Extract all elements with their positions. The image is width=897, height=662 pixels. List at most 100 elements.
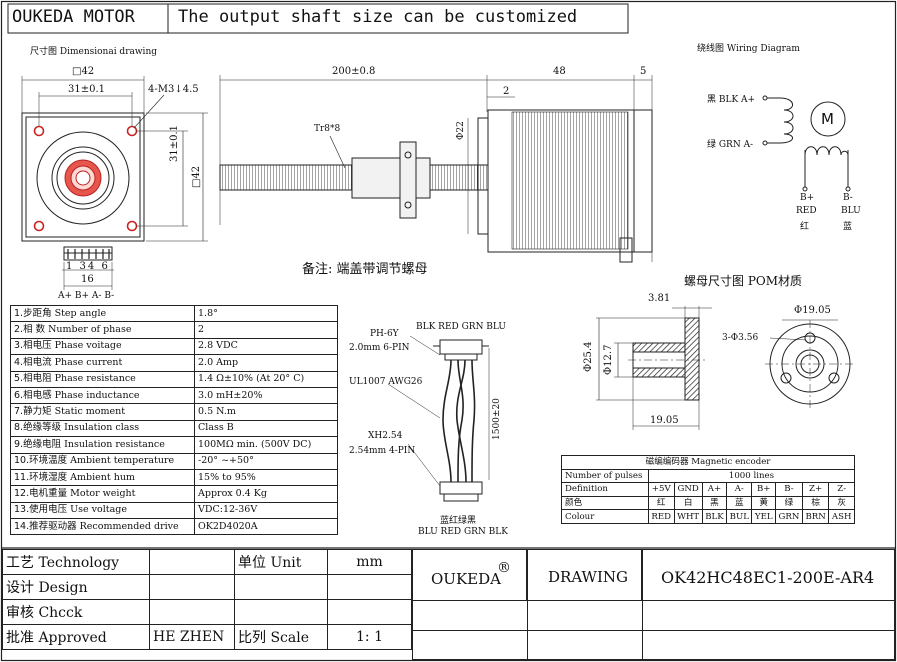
tb-design-extra — [234, 574, 328, 600]
total-length: 200±0.8 — [332, 66, 376, 77]
spec-number: 5. — [14, 373, 24, 385]
front-view — [21, 76, 208, 290]
encoder-definition-cell: B+ — [751, 482, 777, 497]
encoder-definition-cell: Z+ — [801, 482, 830, 497]
hole-spacing-side: 31±0.1 — [169, 124, 180, 162]
spec-number: 7. — [14, 406, 24, 418]
spec-number: 14. — [14, 520, 30, 532]
spec-value: Class B — [194, 419, 338, 438]
title-block-left: 工艺 Technology 单位 Unit mm 设计 Design 审核 Ch… — [2, 549, 412, 650]
boss-length: 2 — [503, 86, 510, 97]
cable-colors-cn: 蓝红绿黑 — [440, 516, 477, 526]
spec-number: 3. — [14, 340, 24, 352]
encoder-definition-cell: +5V — [647, 482, 675, 497]
tb-technology: 工艺 Technology — [2, 549, 150, 575]
spec-value: 0.5 N.m — [194, 403, 338, 421]
divider-v1 — [527, 601, 528, 660]
spec-value: 100MΩ min. (500V DC) — [194, 436, 338, 454]
tb-technology-value — [149, 549, 235, 575]
spec-label: 1.步距角 Step angle — [10, 304, 195, 323]
spec-value: 1.4 Ω±10% (At 20° C) — [194, 370, 338, 388]
screw-spec: 4-M3↓4.5 — [148, 84, 199, 95]
nut-title: 螺母尺寸图 POM材质 — [684, 274, 803, 288]
remark: 备注: 端盖带调节螺母 — [302, 262, 428, 277]
spec-value: 3.0 mH±20% — [194, 386, 338, 405]
spec-label: 12.电机重量 Motor weight — [10, 485, 195, 503]
spec-value: OK2D4020A — [194, 518, 338, 536]
registered-mark: ® — [497, 560, 511, 576]
spec-label-text: 环境湿度 Ambient hum — [29, 471, 135, 483]
tb-design-value — [149, 574, 235, 600]
spec-number: 8. — [14, 422, 24, 434]
spec-label-text: 相电阻 Phase resistance — [23, 373, 136, 385]
tb-unit-label: 单位 Unit — [234, 549, 328, 575]
wiring-title: 绕线图 Wiring Diagram — [697, 44, 800, 54]
nut-flange-thick: 3.81 — [648, 293, 671, 304]
company-name: OUKEDA — [431, 570, 501, 588]
tb-unit-value: mm — [327, 549, 412, 575]
encoder-definition-cell: GND — [673, 482, 703, 497]
wire-b-plus: B+ — [800, 193, 815, 203]
encoder-color-cn-cell: 黄 — [751, 495, 777, 511]
encoder-colour-cell: YEL — [751, 509, 777, 524]
encoder-color-cn-label: 颜色 — [561, 495, 649, 511]
encoder-table: 磁编编码器 Magnetic encoder Number of pulses … — [561, 455, 856, 524]
spec-label: 5.相电阻 Phase resistance — [10, 370, 195, 388]
encoder-color-cn-cell: 蓝 — [726, 495, 753, 511]
cable-drawing — [387, 335, 490, 502]
spec-value: Approx 0.4 Kg — [194, 485, 338, 503]
cable-connector-top: PH-6Y — [370, 329, 399, 339]
encoder-definition-cell: A- — [726, 482, 753, 497]
nut-outer-dia: Φ19.05 — [794, 305, 831, 316]
spec-number: 2. — [14, 324, 24, 336]
spec-value: VDC:12-36V — [194, 501, 338, 520]
spec-value: -20° ~+50° — [194, 452, 338, 470]
spec-label-text: 相 数 Number of phase — [23, 324, 132, 336]
connector-pins: 1 34 6 — [66, 261, 110, 272]
side-view — [219, 75, 653, 263]
spec-label: 10.环境温度 Ambient temperature — [10, 452, 195, 470]
encoder-colour-cell: BUL — [726, 509, 753, 524]
side-square: □42 — [191, 165, 202, 188]
encoder-colour-cell: RED — [647, 509, 675, 524]
boss-dia: Φ22 — [456, 121, 466, 140]
drawing-label: DRAWING — [548, 568, 628, 586]
tb-check-extra-2 — [327, 599, 412, 625]
spec-value: 15% to 95% — [194, 468, 338, 487]
encoder-color-cn-cell: 绿 — [775, 495, 803, 511]
spec-label: 14.推荐驱动器 Recommended drive — [10, 518, 195, 536]
wire-red: RED — [796, 206, 817, 216]
cable-pitch-bottom: 2.54mm 4-PIN — [349, 446, 416, 456]
cable-pitch-top: 2.0mm 6-PIN — [349, 343, 410, 353]
encoder-color-cn-cell: 黑 — [701, 495, 728, 511]
encoder-definition-cell: B- — [775, 482, 803, 497]
pin-labels: A+ B+ A- B- — [58, 291, 115, 301]
spec-label-text: 静力矩 Static moment — [23, 406, 126, 418]
spec-label-text: 相电感 Phase inductance — [23, 389, 140, 401]
tb-check-value — [149, 599, 235, 625]
cable-wires-bottom: BLU RED GRN BLK — [418, 527, 508, 537]
hole-spacing-top: 31±0.1 — [68, 84, 106, 95]
spec-label: 7.静力矩 Static moment — [10, 403, 195, 421]
spec-number: 12. — [14, 487, 30, 499]
spec-label-text: 推荐驱动器 Recommended drive — [29, 520, 179, 532]
encoder-colour-cell: BRN — [801, 509, 830, 524]
square-label: □42 — [72, 66, 95, 77]
model-number: OK42HC48EC1-200E-AR4 — [661, 568, 875, 587]
screw-thread: Tr8*8 — [314, 124, 341, 134]
encoder-colour-cell: BLK — [701, 509, 728, 524]
spec-number: 13. — [14, 504, 30, 516]
encoder-color-cn-cell: 白 — [673, 495, 703, 511]
encoder-color-cn-cell: 红 — [647, 495, 675, 511]
spec-number: 1. — [14, 307, 24, 319]
encoder-colour-cell: ASH — [828, 509, 855, 524]
